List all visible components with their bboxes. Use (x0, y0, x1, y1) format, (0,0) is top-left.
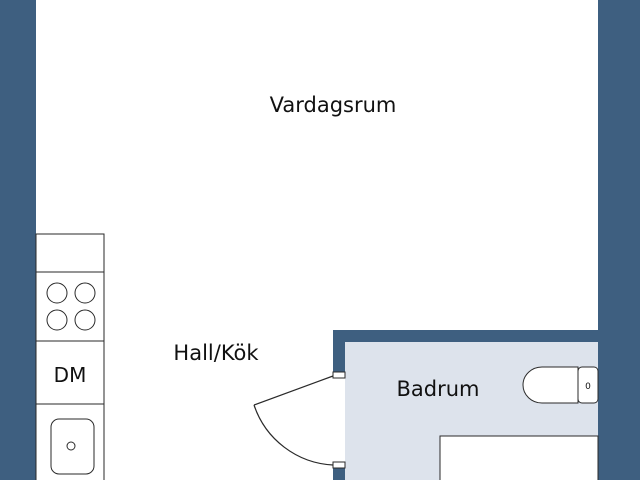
bathroom-left-wall-upper (333, 330, 345, 376)
left-wall (0, 0, 36, 480)
stove-burner-icon (74, 309, 96, 331)
right-wall (598, 0, 640, 480)
stove-burner-icon (46, 309, 68, 331)
sink-drain-icon (66, 441, 76, 451)
toilet-icon: 0 (522, 366, 599, 404)
room-label-vardagsrum: Vardagsrum (270, 93, 397, 117)
room-label-badrum: Badrum (396, 377, 479, 401)
bathroom-top-wall (333, 330, 598, 342)
stove (46, 282, 96, 331)
door-leaf (253, 375, 334, 406)
toilet-bowl-icon (522, 366, 579, 404)
door-jamb-top (332, 371, 346, 379)
stove-burner-icon (74, 282, 96, 304)
room-label-hall-kok: Hall/Kök (173, 341, 259, 365)
toilet-tank-icon (577, 366, 599, 404)
kitchen-counter (35, 233, 105, 480)
bathtub (439, 435, 599, 480)
door-jamb-bottom (332, 461, 346, 469)
sink-basin-icon (50, 418, 95, 475)
toilet-button-label: 0 (585, 382, 591, 392)
dishwasher-label: DM (54, 363, 87, 387)
stove-burner-icon (46, 282, 68, 304)
door-swing-arc (253, 404, 334, 466)
